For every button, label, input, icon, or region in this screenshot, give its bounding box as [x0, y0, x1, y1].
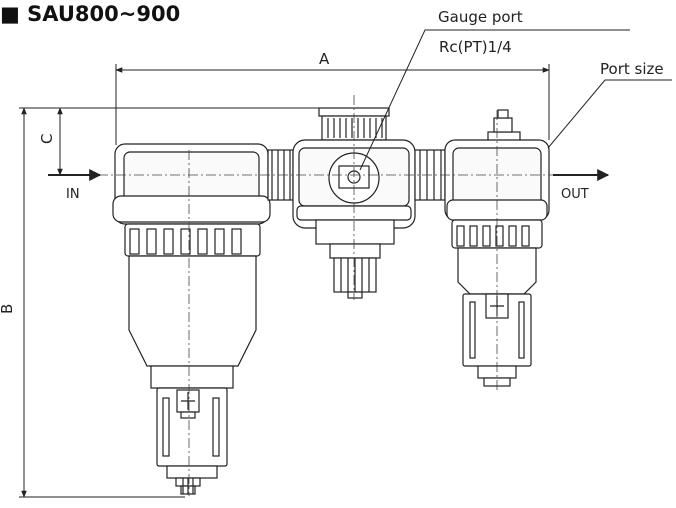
gauge-port-leader: [359, 29, 630, 171]
filter-unit: [112, 143, 271, 495]
lubricator-unit: [444, 109, 550, 387]
dimension-a-label: A: [319, 50, 330, 68]
port-size-leader: [547, 79, 672, 149]
page-title: ■ SAU800~900: [0, 2, 181, 26]
centerlines: [80, 95, 560, 496]
dimension-c-label: C: [38, 134, 56, 144]
outlet-label: OUT: [561, 187, 589, 202]
inlet-label: IN: [66, 187, 80, 202]
gauge-port-label: Gauge port: [438, 8, 523, 26]
gauge-thread-label: Rc(PT)1/4: [439, 38, 512, 56]
port-size-label: Port size: [600, 60, 664, 78]
dimension-b-label: B: [0, 304, 16, 314]
